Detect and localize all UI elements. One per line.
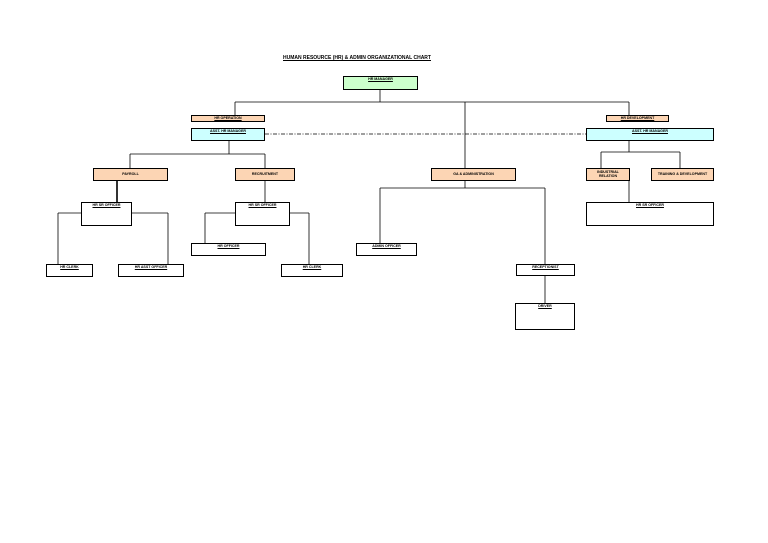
node-hr-asst-officer: HR ASST OFFICER <box>118 264 184 277</box>
node-hr-sr-officer-development-label: HR SR OFFICER <box>636 203 664 207</box>
node-hr-sr-officer-payroll: HR SR OFFICER <box>81 202 132 226</box>
node-admin-officer: ADMIN OFFICER <box>356 243 417 256</box>
node-hr-officer-label: HR OFFICER <box>217 244 240 248</box>
node-hr-manager: HR MANAGER <box>343 76 418 90</box>
node-receptionist: RECEPTIONIST <box>516 264 575 276</box>
node-driver: DRIVER <box>515 303 575 330</box>
node-hr-clerk-recruitment: HR CLERK <box>281 264 343 277</box>
node-hr-clerk-payroll-label: HR CLERK <box>60 265 79 269</box>
node-hr-clerk-payroll: HR CLERK <box>46 264 93 277</box>
node-hr-operation: HR OPERATION <box>191 115 265 122</box>
node-industrial-relation-label: INDUSTRIAL RELATION <box>597 169 619 178</box>
node-hr-sr-officer-development: HR SR OFFICER <box>586 202 714 226</box>
node-training-development-label: TRAINING & DEVELOPMENT <box>657 171 708 176</box>
node-hr-sr-officer-recruitment-label: HR SR OFFICER <box>248 203 277 207</box>
node-receptionist-label: RECEPTIONIST <box>532 265 559 269</box>
node-asst-hr-manager-right: ASST. HR MANAGER <box>586 128 714 141</box>
node-payroll-label: PAYROLL <box>122 171 139 176</box>
node-hr-clerk-recruitment-label: HR CLERK <box>302 265 322 269</box>
chart-title: HUMAN RESOURCE (HR) & ADMIN ORGANIZATION… <box>283 55 431 61</box>
node-hr-development: HR DEVELOPMENT <box>606 115 669 122</box>
node-asst-hr-manager-left: ASST. HR MANAGER <box>191 128 265 141</box>
node-hr-officer: HR OFFICER <box>191 243 266 256</box>
node-recruitment: RECRUITMENT <box>235 168 295 181</box>
node-training-development: TRAINING & DEVELOPMENT <box>651 168 714 181</box>
node-recruitment-label: RECRUITMENT <box>251 171 279 176</box>
node-hr-sr-officer-payroll-label: HR SR OFFICER <box>92 203 121 207</box>
node-hr-operation-label: HR OPERATION <box>214 115 242 120</box>
node-payroll: PAYROLL <box>93 168 168 181</box>
node-hr-sr-officer-recruitment: HR SR OFFICER <box>235 202 290 226</box>
node-hr-manager-label: HR MANAGER <box>368 77 393 81</box>
node-asst-hr-manager-right-label: ASST. HR MANAGER <box>632 129 668 133</box>
node-ga-administration: GA & ADMINISTRATION <box>431 168 516 181</box>
node-admin-officer-label: ADMIN OFFICER <box>372 244 401 248</box>
node-hr-development-label: HR DEVELOPMENT <box>620 115 655 120</box>
node-driver-label: DRIVER <box>538 304 552 308</box>
node-hr-asst-officer-label: HR ASST OFFICER <box>134 265 168 269</box>
node-ga-administration-label: GA & ADMINISTRATION <box>453 171 494 176</box>
node-asst-hr-manager-left-label: ASST. HR MANAGER <box>210 129 246 133</box>
node-industrial-relation: INDUSTRIAL RELATION <box>586 168 630 181</box>
